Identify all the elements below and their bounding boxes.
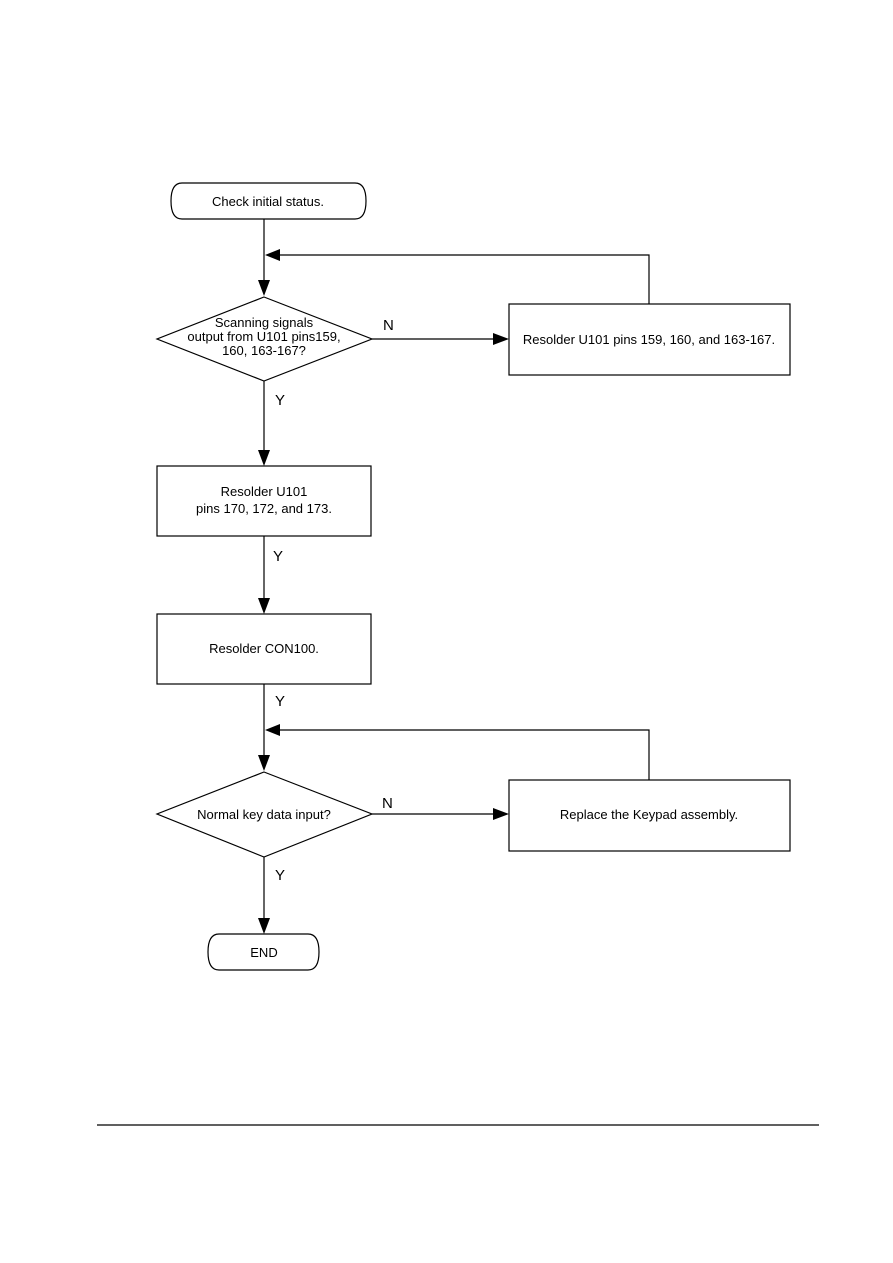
fix2-label: Replace the Keypad assembly. xyxy=(560,807,738,822)
loop-connector-2 xyxy=(280,729,650,780)
step3-label: Resolder CON100. xyxy=(209,641,319,656)
process-box-resolder-con100: Resolder CON100. xyxy=(156,613,372,685)
fix-box-resolder-scanning-pins: Resolder U101 pins 159, 160, and 163-167… xyxy=(508,303,791,376)
decision1-yes-label: Y xyxy=(275,392,285,409)
step3-yes-label: Y xyxy=(275,693,285,710)
loop-connector-1 xyxy=(280,254,650,304)
process-box-resolder-u101: Resolder U101 pins 170, 172, and 173. xyxy=(156,465,372,537)
start-terminator: Check initial status. xyxy=(170,182,367,220)
decision2-no-label: N xyxy=(382,795,393,812)
decision-normal-key-data: Normal key data input? xyxy=(155,771,374,858)
arrow-head xyxy=(493,333,509,345)
arrow-head xyxy=(258,755,270,771)
arrow-head xyxy=(265,249,280,261)
arrow-head xyxy=(258,280,270,296)
arrow-head xyxy=(265,724,280,736)
decision2-label: Normal key data input? xyxy=(197,807,331,822)
step2-line2: pins 170, 172, and 173. xyxy=(196,501,332,516)
decision1-line1: Scanning signals xyxy=(215,315,314,330)
step2-line1: Resolder U101 xyxy=(221,484,308,499)
decision1-line2: output from U101 pins159, xyxy=(187,329,340,344)
arrow-head xyxy=(258,598,270,614)
end-terminator: END xyxy=(207,933,320,971)
step2-yes-label: Y xyxy=(273,548,283,565)
decision1-line3: 160, 163-167? xyxy=(222,343,306,358)
end-label: END xyxy=(250,945,277,960)
fix-box-replace-keypad: Replace the Keypad assembly. xyxy=(508,779,791,852)
start-label: Check initial status. xyxy=(212,194,324,209)
arrow-head xyxy=(493,808,509,820)
decision1-no-label: N xyxy=(383,317,394,334)
arrow-head xyxy=(258,450,270,466)
arrow-head xyxy=(258,918,270,934)
decision-scanning-signals: Scanning signals output from U101 pins15… xyxy=(155,296,374,382)
fix1-label: Resolder U101 pins 159, 160, and 163-167… xyxy=(523,332,775,347)
decision2-yes-label: Y xyxy=(275,867,285,884)
